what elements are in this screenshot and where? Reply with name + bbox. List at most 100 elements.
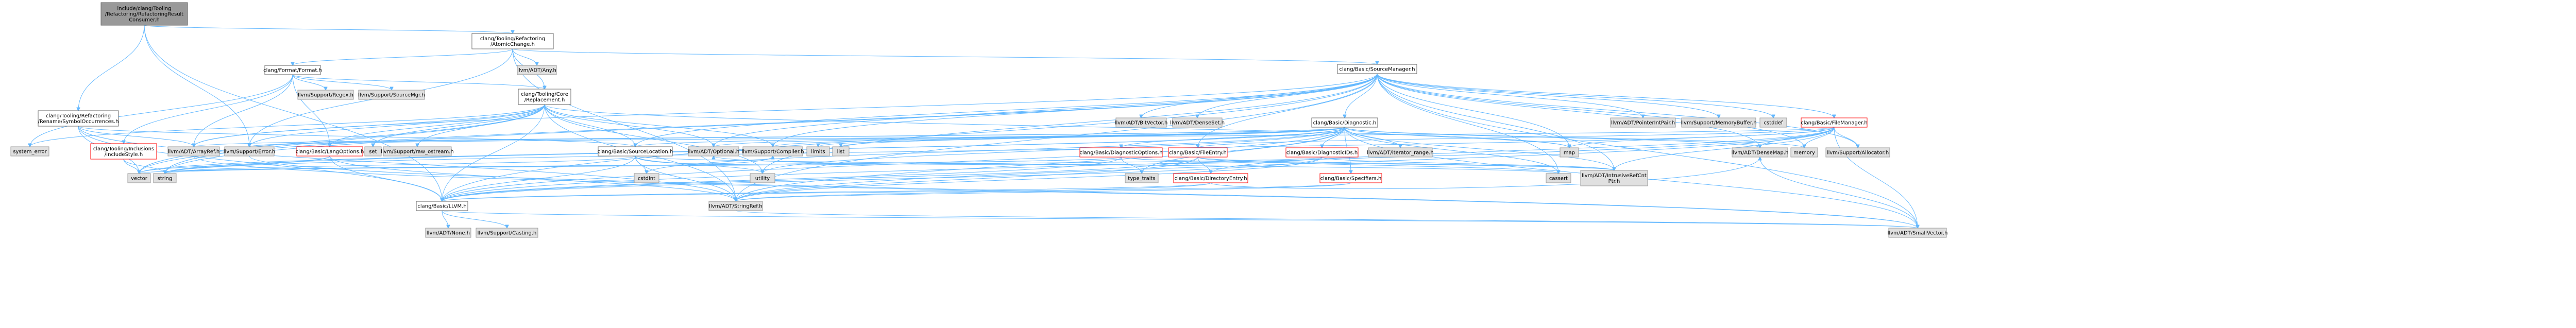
edge-diagoptions-to-llvmh	[442, 157, 1122, 201]
edge-replacement-to-vector	[139, 104, 545, 174]
node-string: string	[153, 173, 177, 183]
node-llvmh[interactable]: clang/Basic/LLVM.h	[416, 201, 468, 211]
node-box	[598, 146, 673, 157]
edge-filemanager-to-memory	[1804, 127, 1835, 148]
edge-diagoptions-to-typetraits	[1121, 157, 1142, 174]
edge-formath-to-langoptions	[292, 74, 330, 147]
node-diagnostic[interactable]: clang/Basic/Diagnostic.h	[1311, 117, 1378, 128]
node-map: map	[1560, 147, 1579, 158]
node-direntry[interactable]: clang/Basic/DirectoryEntry.h	[1173, 173, 1248, 183]
edge-diagids-to-intrusiveref	[1321, 157, 1614, 170]
node-regexh: llvm/Support/Regex.h	[297, 90, 354, 100]
node-box	[1115, 117, 1167, 128]
edge-root-to-llvmh	[144, 25, 442, 201]
node-none: llvm/ADT/None.h	[425, 228, 471, 238]
edge-diagnostic-to-cassert	[1344, 127, 1558, 174]
node-root[interactable]: include/clang/Tooling/Refactoring/Refact…	[100, 2, 188, 26]
edge-sourcemgr-to-utility	[762, 73, 1378, 174]
edge-replacement-to-llvmh	[442, 104, 545, 201]
edge-densemap-to-smallvector	[1759, 157, 1918, 228]
node-set: set	[364, 146, 382, 157]
edge-filemanager-to-direntry	[1211, 127, 1835, 174]
node-label: clang/Basic/DirectoryEntry.h	[1174, 176, 1247, 182]
node-label: clang/Basic/LangOptions.h	[296, 149, 364, 155]
node-formath[interactable]: clang/Format/Format.h	[263, 65, 322, 75]
node-box	[1079, 147, 1163, 158]
node-box	[708, 201, 763, 211]
edge-fileentry-to-direntry	[1197, 157, 1211, 174]
node-box	[1125, 173, 1159, 183]
node-label: llvm/Support/raw_ostream.h	[381, 149, 454, 155]
node-label: llvm/ADT/DenseMap.h	[1732, 150, 1789, 156]
edge-atomicchange-to-anyh	[512, 48, 537, 65]
node-label: llvm/Support/Casting.h	[478, 231, 537, 236]
node-pointerintpair: llvm/ADT/PointerIntPair.h	[1610, 117, 1676, 128]
node-box	[1546, 173, 1571, 183]
edge-formath-to-llvmsrcmgr	[292, 74, 392, 90]
node-label: llvm/ADT/BitVector.h	[1115, 120, 1168, 126]
node-box	[518, 89, 571, 105]
edge-sourcelocation-to-string	[165, 156, 636, 174]
node-label: clang/Tooling/Refactoring	[480, 36, 545, 42]
edge-sourcemgr-to-intrusiveref	[1377, 73, 1614, 170]
node-box	[634, 173, 659, 183]
node-label: list	[837, 149, 845, 155]
node-label: clang/Basic/SourceManager.h	[1339, 67, 1415, 73]
edge-llvmh-to-smallvector	[442, 210, 1918, 228]
edge-replacement-to-langoptions	[330, 104, 545, 147]
node-langoptions[interactable]: clang/Basic/LangOptions.h	[296, 146, 364, 157]
node-box	[364, 146, 382, 157]
node-sourcelocation[interactable]: clang/Basic/SourceLocation.h	[598, 146, 673, 157]
edge-diagnostic-to-iteratorrange	[1344, 127, 1400, 148]
node-label: llvm/Support/SourceMgr.h	[358, 93, 425, 98]
node-box	[1825, 147, 1890, 158]
edge-sourcemgr-to-cstddef	[1377, 73, 1773, 118]
edge-filemanager-to-error	[249, 127, 1835, 147]
node-box	[471, 33, 554, 49]
node-sourcemgr[interactable]: clang/Basic/SourceManager.h	[1337, 64, 1417, 74]
node-fileentry[interactable]: clang/Basic/FileEntry.h	[1168, 147, 1228, 158]
edge-formath-to-replacement	[292, 74, 545, 89]
edge-formath-to-systemerror	[30, 74, 293, 147]
node-label: llvm/ADT/SmallVector.h	[1888, 231, 1948, 236]
node-box	[1560, 147, 1579, 158]
node-label: utility	[755, 176, 770, 182]
node-label: llvm/Support/Compiler.h	[741, 149, 804, 155]
node-label: llvm/ADT/None.h	[427, 231, 470, 236]
edge-sourcemgr-to-smallvector	[1377, 73, 1918, 228]
node-box	[90, 143, 157, 160]
edge-formath-to-regexh	[292, 74, 326, 90]
edge-diagoptions-to-vector	[139, 157, 1122, 174]
edge-langoptions-to-llvmh	[329, 156, 442, 201]
node-label: clang/Basic/FileManager.h	[1801, 120, 1867, 126]
node-error: llvm/Support/Error.h	[224, 146, 275, 157]
node-box	[1285, 147, 1359, 158]
node-densemap: llvm/ADT/DenseMap.h	[1732, 147, 1789, 158]
edge-llvmh-to-none	[442, 210, 448, 228]
node-box	[1610, 117, 1676, 128]
node-label: clang/Basic/FileEntry.h	[1169, 150, 1227, 156]
node-box	[100, 2, 188, 26]
node-box	[127, 173, 151, 183]
node-specifiers[interactable]: clang/Basic/Specifiers.h	[1319, 173, 1382, 183]
edge-fileentry-to-llvmh	[442, 157, 1198, 201]
node-box	[425, 228, 471, 238]
node-replacement[interactable]: clang/Tooling/Core/Replacement.h	[518, 89, 571, 105]
node-bitvector: llvm/ADT/BitVector.h	[1115, 117, 1168, 128]
edge-sourcemgr-to-compiler	[773, 73, 1378, 147]
node-diagids[interactable]: clang/Basic/DiagnosticIDs.h	[1285, 147, 1359, 158]
node-filemanager[interactable]: clang/Basic/FileManager.h	[1801, 117, 1868, 128]
node-box	[383, 146, 452, 157]
node-denseset: llvm/ADT/DenseSet.h	[1170, 117, 1225, 128]
node-label: cstdint	[638, 176, 655, 182]
node-box	[742, 146, 803, 157]
node-symbolocc[interactable]: clang/Tooling/Refactoring/Rename/SymbolO…	[38, 110, 119, 127]
node-label: llvm/ADT/iterator_range.h	[1367, 150, 1433, 156]
node-label: string	[158, 176, 173, 182]
node-atomicchange[interactable]: clang/Tooling/Refactoring/AtomicChange.h	[471, 33, 554, 49]
node-cstddef: cstddef	[1759, 117, 1787, 128]
node-diagoptions[interactable]: clang/Basic/DiagnosticOptions.h	[1079, 147, 1163, 158]
node-inclusionstyle[interactable]: clang/Tooling/Inclusions/IncludeStyle.h	[90, 143, 157, 160]
node-typetraits: type_traits	[1125, 173, 1159, 183]
node-cstdint: cstdint	[634, 173, 659, 183]
